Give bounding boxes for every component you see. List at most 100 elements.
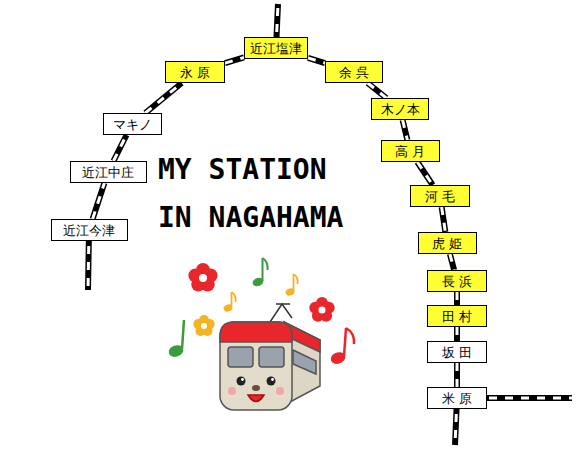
track-stubs	[88, 4, 572, 445]
track-rail	[88, 4, 572, 445]
train-mouth	[248, 395, 264, 402]
station-box: マキノ	[103, 113, 162, 135]
track-rail	[454, 327, 460, 341]
track-rail	[145, 83, 181, 113]
flower-center	[199, 274, 207, 282]
music-note	[223, 292, 235, 312]
track-segment	[417, 162, 432, 185]
track-segment	[450, 254, 454, 270]
note-flag	[294, 274, 298, 284]
flower	[309, 297, 334, 322]
train-nose	[252, 385, 260, 391]
track-rail	[454, 363, 460, 387]
eye-highlight	[241, 378, 244, 381]
note-stem	[344, 328, 346, 356]
station-box: 近江塩津	[244, 37, 308, 59]
station-box: 余 呉	[325, 61, 383, 83]
flower	[188, 263, 217, 292]
train-front	[220, 322, 292, 410]
station-name: 河 毛	[425, 190, 455, 203]
note-stem	[182, 320, 184, 349]
station-name: 虎 姫	[432, 237, 462, 250]
title-text: MY STATION IN NAGAHAMA	[158, 146, 358, 242]
pantograph	[270, 304, 292, 322]
train-eye	[267, 377, 276, 386]
train-illustration	[220, 304, 320, 410]
station-box: 坂 田	[427, 341, 487, 363]
station-box: 木ノ本	[371, 98, 429, 120]
note-stem	[262, 258, 264, 281]
track-ties	[417, 162, 432, 185]
track-segment	[145, 83, 181, 113]
track-rail	[403, 120, 408, 140]
train-eye	[237, 377, 246, 386]
track-rail	[450, 254, 454, 270]
track-ties	[308, 58, 325, 63]
note-flag	[263, 258, 268, 270]
station-name: 木ノ本	[381, 103, 420, 116]
pantograph	[276, 303, 290, 305]
track-ties	[93, 183, 105, 219]
flower-center	[319, 307, 326, 314]
station-name: マキノ	[113, 118, 152, 131]
music-note	[252, 258, 268, 287]
track-rail	[114, 135, 127, 161]
station-name: 近江塩津	[250, 42, 302, 55]
track-ties	[442, 207, 446, 232]
music-note	[168, 320, 185, 358]
track-ties	[456, 363, 459, 387]
station-name: 余 呉	[339, 66, 369, 79]
station-box: 近江今津	[51, 219, 128, 241]
track-rail	[93, 183, 105, 219]
track-segment	[308, 58, 325, 63]
note-flag	[346, 328, 354, 344]
track-segment	[457, 363, 458, 387]
train-cheek	[228, 387, 236, 395]
station-name: 高 月	[395, 145, 425, 158]
station-box: 米 原	[427, 387, 487, 409]
track-ties	[145, 83, 181, 113]
note-stem	[231, 292, 233, 307]
station-box: 高 月	[381, 140, 440, 162]
track-segment	[457, 327, 458, 341]
note-flag	[232, 292, 236, 302]
track-rail	[368, 83, 387, 98]
music-note	[285, 274, 297, 296]
station-name: 田 村	[442, 310, 472, 323]
track-segment	[93, 183, 105, 219]
flower-center	[201, 323, 207, 329]
eye-highlight	[271, 378, 274, 381]
track-ties	[114, 135, 127, 161]
track-rail	[454, 292, 460, 305]
track-ties	[88, 4, 572, 445]
station-box: 虎 姫	[418, 232, 477, 254]
track-segment	[114, 135, 127, 161]
track-rail	[308, 58, 325, 63]
train-cheek	[276, 387, 284, 395]
station-name: 近江今津	[63, 224, 115, 237]
flower	[193, 315, 214, 336]
track-ties	[456, 292, 459, 305]
station-box: 近江中庄	[70, 161, 147, 183]
train-window	[259, 347, 284, 367]
station-name: 長 浜	[442, 275, 472, 288]
track-segment	[403, 120, 408, 140]
note-stem	[293, 274, 295, 291]
train-window	[293, 350, 316, 374]
train-window	[228, 347, 253, 367]
track-rail	[417, 162, 432, 185]
station-box: 田 村	[427, 305, 487, 327]
station-box: 永 原	[165, 61, 225, 83]
track-segment	[225, 57, 244, 63]
track-rail	[225, 57, 244, 63]
track-ties	[225, 57, 244, 63]
station-box: 長 浜	[427, 270, 487, 292]
station-name: 永 原	[180, 66, 210, 79]
track-ties	[368, 83, 387, 98]
track-segment	[442, 207, 446, 232]
music-note	[330, 328, 354, 365]
track-ties	[403, 120, 408, 140]
station-name: 近江中庄	[82, 166, 134, 179]
